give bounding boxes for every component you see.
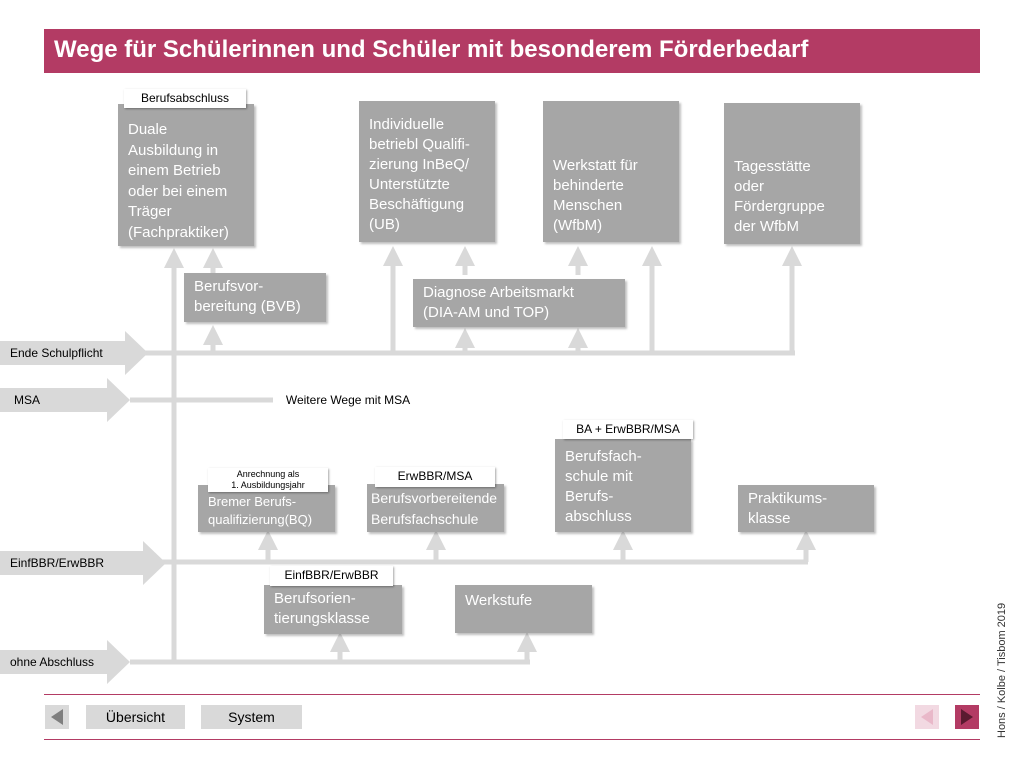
box-duale-ausbildung: Duale Ausbildung in einem Betrieb oder b… <box>118 104 254 246</box>
author-credit: Hons / Kolbe / Tisbom 2019 <box>996 602 1008 738</box>
level-msa: MSA <box>0 378 130 422</box>
box-berufsvorbereitende-berufsfachschule: Berufsvorbereitende Berufsfachschule <box>367 484 504 532</box>
level-label: EinfBBR/ErwBBR <box>10 556 105 570</box>
level-label: ohne Abschluss <box>10 655 95 669</box>
uebersicht-button[interactable]: Übersicht <box>86 705 185 729</box>
footer-divider-top <box>44 694 980 695</box>
tag-weitere-wege-msa: Weitere Wege mit MSA <box>273 391 423 410</box>
prev-arrow-icon[interactable] <box>45 705 69 729</box>
level-ohne-abschluss: ohne Abschluss <box>0 640 130 684</box>
box-werkstufe: Werkstufe <box>455 585 592 633</box>
level-arrow-shape <box>0 541 166 585</box>
tag-einfbbr-erwbbr: EinfBBR/ErwBBR <box>270 566 393 586</box>
tag-berufsabschluss: Berufsabschluss <box>124 89 246 108</box>
tag-erwbbr-msa: ErwBBR/MSA <box>375 467 495 487</box>
box-tagesstaette: Tagesstätte oder Fördergruppe der WfbM <box>724 103 860 244</box>
box-bremer-berufsqualifizierung: Bremer Berufs- qualifizierung(BQ) <box>198 485 335 532</box>
tag-anrechnung: Anrechnung als 1. Ausbildungsjahr <box>208 468 328 492</box>
box-diagnose-arbeitsmarkt: Diagnose Arbeitsmarkt (DIA-AM und TOP) <box>413 279 625 327</box>
level-label: Ende Schulpflicht <box>10 346 103 360</box>
back-arrow-icon[interactable] <box>915 705 939 729</box>
level-einfbbr: EinfBBR/ErwBBR <box>0 541 166 585</box>
level-arrow-shape <box>0 640 130 684</box>
title-bar: Wege für Schülerinnen und Schüler mit be… <box>44 29 980 73</box>
box-werkstatt: Werkstatt für behinderte Menschen (WfbM) <box>543 101 679 242</box>
box-berufsfachschule: Berufsfach- schule mit Berufs- abschluss <box>555 439 691 532</box>
page-title: Wege für Schülerinnen und Schüler mit be… <box>54 36 809 63</box>
tag-ba-erwbbr-msa: BA + ErwBBR/MSA <box>563 420 693 439</box>
box-praktikumsklasse: Praktikums- klasse <box>738 485 874 532</box>
box-berufsvorbereitung: Berufsvor- bereitung (BVB) <box>184 273 326 322</box>
level-arrow-shape <box>0 331 148 375</box>
box-berufsorientierungsklasse: Berufsorien- tierungsklasse <box>264 585 402 634</box>
level-label: MSA <box>14 393 41 407</box>
side-note: Hons / Kolbe / Tisbom 2019 <box>990 600 1020 740</box>
next-arrow-icon[interactable] <box>955 705 979 729</box>
level-arrow-shape <box>0 378 130 422</box>
footer-divider-bottom <box>44 739 980 740</box>
system-button[interactable]: System <box>201 705 302 729</box>
level-ende-schulpflicht: Ende Schulpflicht <box>0 331 150 375</box>
box-individuelle-qualifizierung: Individuelle betriebl Qualifi- zierung I… <box>359 101 495 242</box>
